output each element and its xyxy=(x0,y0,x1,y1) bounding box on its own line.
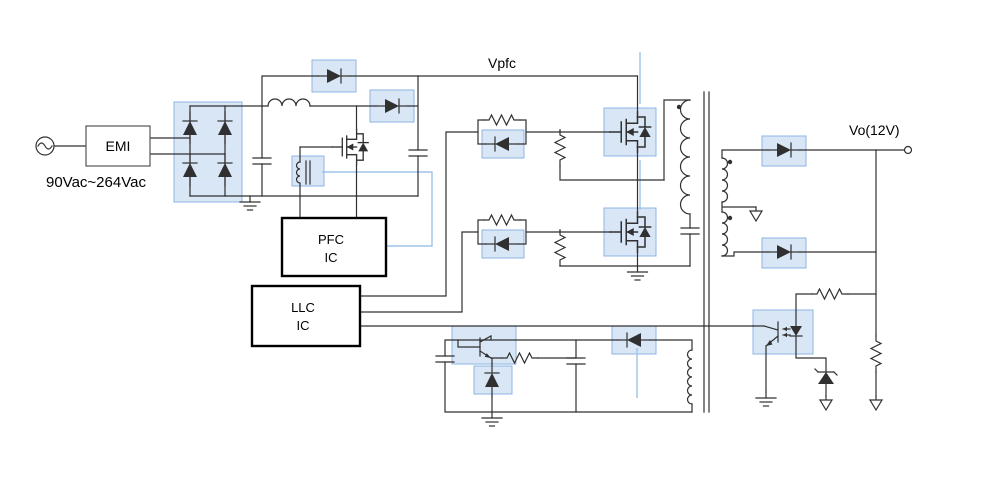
optocoupler-highlight xyxy=(752,309,814,355)
ground-symbol xyxy=(626,265,649,281)
polarity-dot xyxy=(676,104,682,110)
vo-label: Vo(12V) xyxy=(849,122,900,138)
pfc-mosfet xyxy=(331,128,369,166)
feedback-network xyxy=(811,288,883,411)
opto-led-icon xyxy=(790,326,802,336)
aux-capacitor-1 xyxy=(435,355,455,363)
feedback-lower-resistor xyxy=(870,335,882,373)
signal-wires xyxy=(322,52,641,398)
gate-resistor-high xyxy=(483,114,521,126)
gate-resistor-low xyxy=(483,214,521,226)
aux-winding xyxy=(686,349,693,405)
main-transformer xyxy=(676,91,733,413)
input-capacitor xyxy=(252,157,272,165)
pfc-ic-box xyxy=(280,216,388,278)
ground-arrow xyxy=(869,395,883,411)
ground-arrow xyxy=(819,395,833,411)
llc-ic-label-line1: LLC xyxy=(291,300,315,315)
gate-pulldown-resistor-high xyxy=(554,129,566,167)
input-voltage-label: 90Vac~264Vac xyxy=(46,174,146,191)
llc-ic-label-line2: IC xyxy=(297,318,310,333)
polarity-dot xyxy=(727,159,733,165)
optocoupler xyxy=(763,321,803,347)
gate-pulldown-resistor-low xyxy=(554,229,566,267)
llc-ic: LLC IC xyxy=(250,284,362,348)
shunt-regulator xyxy=(814,368,838,384)
emi-filter: EMI xyxy=(85,125,151,167)
current-sense-transformer xyxy=(295,160,311,185)
pfc-ic: PFC IC xyxy=(280,216,388,278)
ground-symbol xyxy=(239,195,261,211)
vpfc-label: Vpfc xyxy=(488,55,516,71)
bridge-rectifier-highlight xyxy=(173,101,243,203)
pfc-ic-label-line1: PFC xyxy=(318,232,344,247)
resonant-capacitor xyxy=(680,227,700,235)
emi-filter-box xyxy=(85,125,151,167)
emi-label: EMI xyxy=(106,138,131,154)
primary-winding xyxy=(679,99,691,215)
aux-capacitor-2 xyxy=(566,357,586,365)
llc-ic-box xyxy=(250,284,362,348)
output-terminal xyxy=(903,145,913,155)
pfc-inductor xyxy=(267,98,311,107)
aux-transistor xyxy=(479,335,492,359)
aux-supply xyxy=(435,332,651,427)
pfc-ic-label-line2: IC xyxy=(325,250,338,265)
ground-symbol xyxy=(755,391,777,407)
bulk-capacitor xyxy=(408,149,428,157)
ground-symbol xyxy=(481,411,503,427)
secondary-winding-bottom xyxy=(721,211,729,257)
secondary-return-arrow xyxy=(749,206,763,222)
feedback-upper-resistor xyxy=(811,288,849,300)
secondary-winding-top xyxy=(721,157,729,203)
polarity-dot xyxy=(727,215,733,221)
ac-source xyxy=(35,136,55,156)
